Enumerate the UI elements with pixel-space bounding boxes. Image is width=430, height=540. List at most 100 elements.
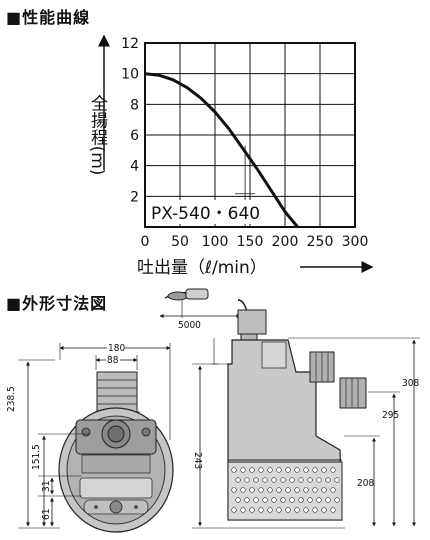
strainer-hole-6 <box>285 467 291 473</box>
x-tick-label-4: 200 <box>272 234 299 250</box>
y-tick-label-1: 4 <box>130 159 139 175</box>
strainer-hole-25 <box>240 487 246 493</box>
dim-31: 31 <box>41 481 52 492</box>
strainer-hole-29 <box>276 487 282 493</box>
strainer-hole-16 <box>271 477 277 483</box>
strainer-hole-47 <box>334 497 340 503</box>
pump-side-view: 5000 <box>159 288 420 529</box>
strainer-hole-37 <box>244 497 250 503</box>
strainer-hole-41 <box>280 497 286 503</box>
strainer-hole-23 <box>334 477 340 483</box>
y-tick-label-5: 12 <box>121 36 139 52</box>
strainer-hole-19 <box>298 477 304 483</box>
dimension-drawing: 180 88 <box>6 288 420 533</box>
strainer-hole-57 <box>312 507 318 513</box>
dim-151-5: 151.5 <box>31 444 42 470</box>
strainer-hole-3 <box>258 467 264 473</box>
dim-208: 208 <box>357 478 374 489</box>
strainer-hole-13 <box>244 477 250 483</box>
strainer-hole-43 <box>298 497 304 503</box>
strainer-hole-53 <box>276 507 282 513</box>
y-tick-label-4: 10 <box>121 67 139 83</box>
strainer-hole-38 <box>253 497 259 503</box>
strainer-hole-1 <box>240 467 246 473</box>
strainer-hole-24 <box>231 487 237 493</box>
strainer-hole-9 <box>312 467 318 473</box>
strainer-hole-2 <box>249 467 255 473</box>
dim-88: 88 <box>107 355 119 366</box>
strainer-hole-34 <box>321 487 327 493</box>
y-tick-label-0: 2 <box>130 189 139 205</box>
strainer-hole-42 <box>289 497 295 503</box>
strainer-hole-46 <box>325 497 331 503</box>
x-tick-label-0: 0 <box>141 234 150 250</box>
strainer-hole-49 <box>240 507 246 513</box>
performance-chart: 2 4 6 8 10 12 0 50 100 150 200 250 300 PX-540・640 全… <box>87 34 374 278</box>
strainer-hole-48 <box>231 507 237 513</box>
strainer-hole-50 <box>249 507 255 513</box>
strainer-hole-0 <box>231 467 237 473</box>
series-line-0 <box>144 72 299 228</box>
model-label-backdrop <box>150 200 272 224</box>
strainer-hole-35 <box>330 487 336 493</box>
strainer-hole-33 <box>312 487 318 493</box>
plot-frame <box>144 42 356 228</box>
strainer-hole-51 <box>258 507 264 513</box>
model-annotation: PX-540・640 <box>151 204 260 224</box>
x-tick-label-5: 250 <box>307 234 334 250</box>
strainer-hole-52 <box>267 507 273 513</box>
x-tick-label-1: 50 <box>171 234 189 250</box>
strainer-hole-10 <box>321 467 327 473</box>
x-tick-label-3: 150 <box>237 234 264 250</box>
pump-front-view: 180 88 <box>6 341 174 533</box>
strainer-hole-59 <box>330 507 336 513</box>
strainer-hole-31 <box>294 487 300 493</box>
strainer-hole-40 <box>271 497 277 503</box>
strainer-hole-8 <box>303 467 309 473</box>
strainer-hole-44 <box>307 497 313 503</box>
section-title-dimensions: ■外形寸法図 <box>6 294 108 313</box>
dim-295: 295 <box>382 410 399 421</box>
strainer-hole-20 <box>307 477 313 483</box>
dim-308: 308 <box>402 378 419 389</box>
dim-180: 180 <box>108 343 125 354</box>
strainer-hole-22 <box>325 477 331 483</box>
strainer-hole-14 <box>253 477 259 483</box>
strainer-hole-36 <box>235 497 241 503</box>
x-tick-label-2: 100 <box>202 234 229 250</box>
y-axis-label: 全揚程(m) <box>87 95 108 176</box>
strainer-hole-12 <box>235 477 241 483</box>
strainer-hole-58 <box>321 507 327 513</box>
strainer-holes <box>231 467 340 513</box>
strainer-hole-5 <box>276 467 282 473</box>
dim-238-5: 238.5 <box>6 386 17 412</box>
x-tick-label-6: 300 <box>342 234 369 250</box>
strainer-hole-21 <box>316 477 322 483</box>
strainer-hole-17 <box>280 477 286 483</box>
chart-grid <box>145 43 355 227</box>
strainer-hole-15 <box>262 477 268 483</box>
strainer-hole-30 <box>285 487 291 493</box>
strainer-hole-26 <box>249 487 255 493</box>
strainer-hole-18 <box>289 477 295 483</box>
strainer-hole-56 <box>303 507 309 513</box>
strainer-hole-7 <box>294 467 300 473</box>
y-tick-label-3: 8 <box>130 97 139 113</box>
x-tick-labels: 0 50 100 150 200 250 300 <box>141 234 369 250</box>
strainer-hole-55 <box>294 507 300 513</box>
dim-243: 243 <box>192 452 203 469</box>
strainer-hole-54 <box>285 507 291 513</box>
strainer-hole-45 <box>316 497 322 503</box>
strainer-hole-28 <box>267 487 273 493</box>
strainer-hole-32 <box>303 487 309 493</box>
dim-61: 61 <box>41 509 52 520</box>
y-tick-label-2: 6 <box>130 128 139 144</box>
section-title-performance: ■性能曲線 <box>6 8 91 27</box>
strainer-hole-4 <box>267 467 273 473</box>
strainer-hole-11 <box>330 467 336 473</box>
strainer-hole-27 <box>258 487 264 493</box>
x-axis-label: 吐出量（ℓ/min） <box>137 258 267 278</box>
strainer-hole-39 <box>262 497 268 503</box>
y-tick-labels: 2 4 6 8 10 12 <box>121 36 139 205</box>
